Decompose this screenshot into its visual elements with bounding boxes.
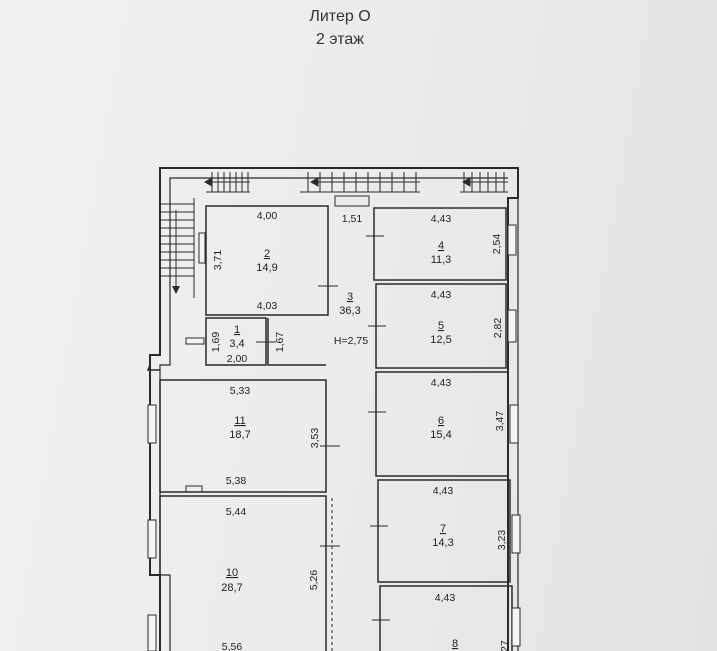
room-11-dim-right: 3,53 (309, 428, 321, 449)
room-3-number: 3 (347, 291, 353, 303)
room-10-dim-bottom: 5,56 (222, 641, 243, 651)
corridor-door-top (334, 195, 370, 207)
room-1-dim-bottom: 2,00 (227, 353, 248, 365)
room-6-dim-right: 3,47 (494, 411, 506, 432)
room-1-dim-right: 1,67 (274, 332, 286, 353)
room-11-niche (185, 485, 203, 493)
room-4-outline (373, 207, 507, 281)
room-7-dim-right: 3,23 (496, 530, 508, 551)
room-7-outline (377, 479, 511, 583)
room-11-area: 18,7 (229, 429, 250, 441)
room-11-dim-top: 5,33 (230, 385, 251, 397)
room-8-dim-right: 27 (499, 640, 511, 651)
room-2-dim-top: 4,00 (257, 210, 278, 222)
room-5-number: 5 (438, 320, 444, 332)
room-1-area: 3,4 (229, 338, 244, 350)
room-10-outline (159, 495, 327, 651)
room-2-dim-bottom: 4,03 (257, 300, 278, 312)
room-6-window (509, 404, 519, 444)
room-11-outline (159, 379, 327, 493)
room-4-dim-top: 4,43 (431, 213, 452, 225)
room-5-dim-top: 4,43 (431, 289, 452, 301)
room-7-number: 7 (440, 523, 446, 535)
room-2-outline (205, 205, 329, 316)
room-8-number: 8 (452, 638, 458, 650)
room-6-dim-top: 4,43 (431, 377, 452, 389)
stair-left-arrow (172, 286, 180, 294)
room-8-dim-top: 4,43 (435, 592, 456, 604)
room-2-area: 14,9 (256, 262, 277, 274)
room-10-dim-top: 5,44 (226, 506, 247, 518)
room-10-dim-right: 5,26 (308, 570, 320, 591)
room-4-area: 11,3 (431, 254, 452, 266)
room-2-number: 2 (264, 248, 270, 260)
room-10-area: 28,7 (221, 582, 242, 594)
room-11-window (147, 404, 157, 444)
room-7-dim-top: 4,43 (433, 485, 454, 497)
room-11-number: 11 (234, 415, 245, 427)
room-4-window (507, 224, 517, 256)
stair-left (160, 198, 195, 298)
room-7-area: 14,3 (432, 537, 453, 549)
corridor-partition (146, 318, 326, 371)
plan-subtitle: 2 этаж (316, 31, 364, 48)
room-3-height: H=2,75 (334, 335, 368, 347)
room-5-window (507, 309, 517, 343)
room-2-dim-left: 3,71 (212, 250, 224, 271)
room-6-number: 6 (438, 415, 444, 427)
room-1-dim-left: 1,69 (210, 332, 222, 353)
room-5-area: 12,5 (430, 334, 451, 346)
room-3-dim-top: 1,51 (342, 213, 363, 225)
room-1-number: 1 (234, 324, 240, 336)
room-10-window-lower (147, 614, 157, 651)
room-4-number: 4 (438, 240, 444, 252)
room-1-window (185, 337, 205, 345)
room-2-window (198, 232, 206, 264)
room-8-window (511, 607, 521, 647)
room-7-window (511, 514, 521, 554)
room-5-dim-right: 2,82 (492, 318, 504, 339)
room-10-number: 10 (226, 567, 238, 579)
stair-arrows-top (203, 177, 508, 187)
room-10-window (147, 519, 157, 559)
room-4-dim-right: 2,54 (491, 234, 503, 255)
plan-title: Литер О (309, 8, 371, 25)
room-11-dim-bottom: 5,38 (226, 475, 247, 487)
room-6-outline (375, 371, 509, 477)
room-3-area: 36,3 (339, 305, 360, 317)
room-6-area: 15,4 (430, 429, 451, 441)
